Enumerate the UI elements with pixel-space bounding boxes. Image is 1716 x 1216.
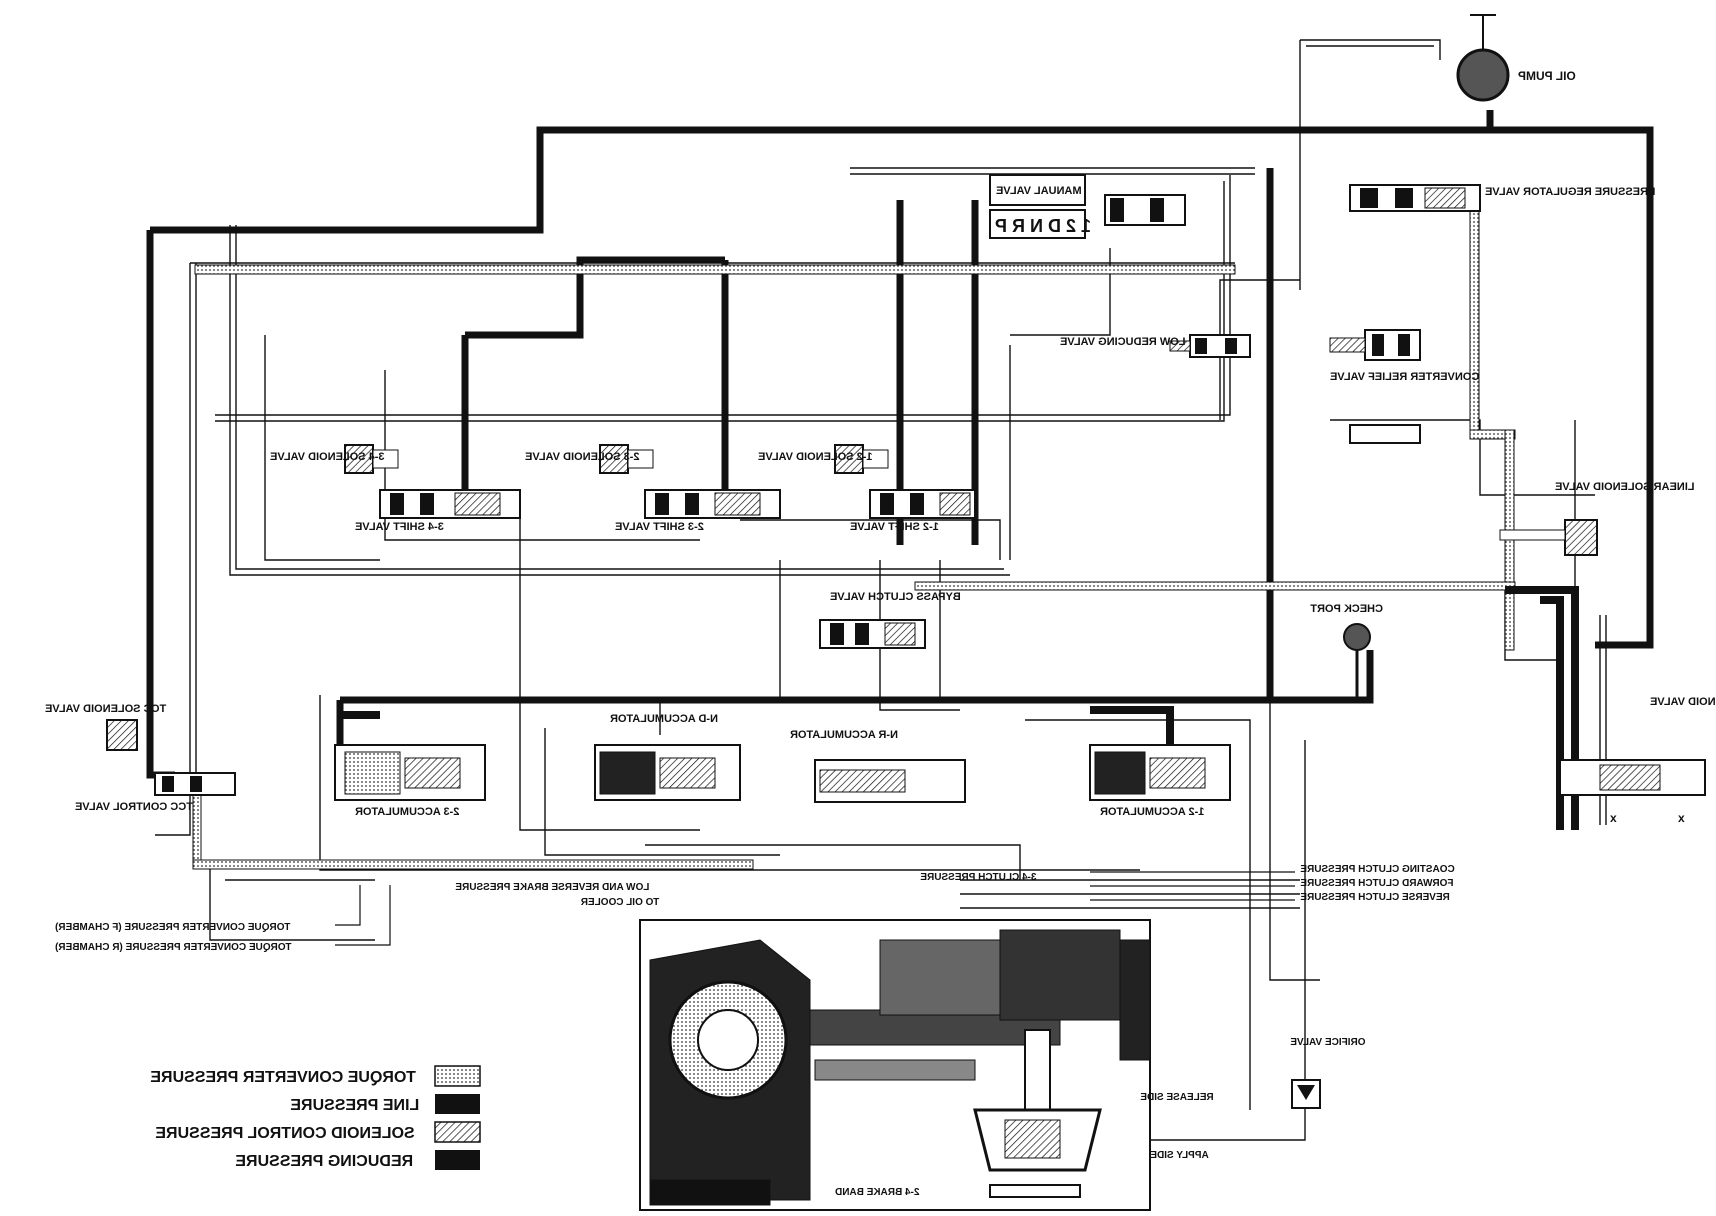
- brake-band-servo: [973, 1029, 1102, 1198]
- pressure-regulator-valve: [1349, 184, 1481, 212]
- legend-label-reducing: REDUCING PRESSURE: [235, 1153, 413, 1170]
- line-pressure-lines: [146, 110, 1654, 779]
- check-port-label: CHECK PORT: [1310, 603, 1383, 615]
- solenoid-34: [344, 444, 399, 474]
- clutch-34-label: 3-4 CLUTCH PRESSURE: [920, 872, 1036, 883]
- linear-solenoid-valve: [1499, 519, 1598, 556]
- reducing-solenoid-label: REDUCING SOLENOID VALVE: [1650, 696, 1716, 708]
- sol-23-label: 2-3 SOLENOID VALVE: [525, 451, 640, 463]
- bypass-clutch-label: BYPASS CLUTCH VALVE: [830, 591, 961, 603]
- orifice-valve-label: ORIFICE VALVE: [1290, 1037, 1366, 1048]
- oil-pump-label: OIL PUMP: [1518, 69, 1576, 83]
- legend-swatch-line-pressure: [435, 1094, 480, 1114]
- tc-pressure-f-label: TORQUE CONVERTER PRESSURE (F CHAMBER): [55, 922, 290, 933]
- pressure-callout-leaders: [335, 871, 1295, 946]
- reducing-solenoid-valve: [1559, 759, 1706, 796]
- converter-relief-valve: [1329, 329, 1421, 361]
- check-port: [1343, 623, 1371, 700]
- manual-valve-label: MANUAL VALVE: [996, 185, 1082, 197]
- manual-positions-label: 1 2 D N R P: [995, 216, 1091, 236]
- legend-label-line-pressure: LINE PRESSURE: [290, 1097, 419, 1114]
- reverse-clutch-label: REVERSE CLUTCH PRESSURE: [1300, 892, 1450, 903]
- tcc-solenoid-label: TCC SOLENOID VALVE: [45, 703, 166, 715]
- brake-band-24-label: 2-4 BRAKE BAND: [835, 1187, 919, 1198]
- low-reducing-label: LOW REDUCING VALVE: [1060, 336, 1185, 348]
- shift-valve-34: [379, 489, 521, 519]
- acc-nr-label: N-R ACCUMULATOR: [790, 729, 898, 741]
- passage-lines: [155, 39, 1607, 1141]
- linear-solenoid-label: LINEAR SOLENOID VALVE: [1555, 481, 1695, 493]
- legend-swatch-torque-converter: [434, 1065, 481, 1087]
- legend-label-torque-converter: TORQUE CONVERTER PRESSURE: [150, 1069, 416, 1086]
- tcc-control-valve: [154, 772, 236, 796]
- exhaust-mark-2: x: [1678, 811, 1685, 825]
- manual-valve: [989, 174, 1186, 239]
- acc-23-label: 2-3 ACCUMULATOR: [355, 806, 459, 818]
- oil-pump: [1456, 14, 1510, 102]
- acc-nd-label: N-D ACCUMULATOR: [610, 713, 718, 725]
- relief-plug: [1349, 424, 1421, 444]
- shift-valve-23: [644, 489, 781, 519]
- solenoid-23: [599, 444, 654, 474]
- shift-valve-12: [869, 489, 976, 519]
- accumulator-nr: [814, 759, 966, 803]
- pressure-regulator-label: PRESSURE REGULATOR VALVE: [1485, 186, 1655, 198]
- legend-swatch-reducing: [435, 1150, 480, 1170]
- low-reducing-valve: [1169, 334, 1251, 358]
- legend-swatch-solenoid-control: [434, 1121, 481, 1143]
- tcc-control-label: TCC CONTROL VALVE: [75, 801, 193, 813]
- accumulator-12: [1089, 744, 1231, 801]
- shift-12-label: 1-2 SHIFT VALVE: [850, 521, 939, 533]
- converter-relief-label: CONVERTER RELIEF VALVE: [1330, 371, 1479, 383]
- coasting-clutch-label: COASTING CLUTCH PRESSURE: [1300, 864, 1455, 875]
- bypass-clutch-valve: [819, 619, 926, 649]
- low-reverse-brake-label: LOW AND REVERSE BRAKE PRESSURE: [455, 882, 649, 893]
- shift-23-label: 2-3 SHIFT VALVE: [615, 521, 704, 533]
- forward-clutch-label: FORWARD CLUTCH PRESSURE: [1300, 878, 1453, 889]
- to-oil-cooler-label: TO OIL COOLER: [580, 897, 659, 908]
- release-side-label: RELEASE SIDE: [1140, 1092, 1214, 1103]
- orifice-valve: [1291, 1079, 1321, 1109]
- shift-34-label: 3-4 SHIFT VALVE: [355, 521, 444, 533]
- acc-12-label: 1-2 ACCUMULATOR: [1100, 806, 1204, 818]
- solenoid-12: [834, 444, 889, 474]
- accumulator-nd: [594, 744, 741, 801]
- legend-label-solenoid-control: SOLENOID CONTROL PRESSURE: [155, 1125, 415, 1142]
- apply-side-label: APPLY SIDE: [1150, 1150, 1209, 1161]
- legend: TORQUE CONVERTER PRESSURE LINE PRESSURE …: [150, 1065, 481, 1170]
- exhaust-mark-1: x: [1610, 811, 1617, 825]
- reducing-pressure-lines: [340, 586, 1579, 830]
- tcc-solenoid-valve: [106, 719, 138, 751]
- sol-12-label: 1-2 SOLENOID VALVE: [758, 451, 873, 463]
- tc-pressure-r-label: TORQUE CONVERTER PRESSURE (R CHAMBER): [55, 942, 292, 953]
- accumulator-23: [334, 744, 486, 801]
- sol-34-label: 3-4 SOLENOID VALVE: [270, 451, 385, 463]
